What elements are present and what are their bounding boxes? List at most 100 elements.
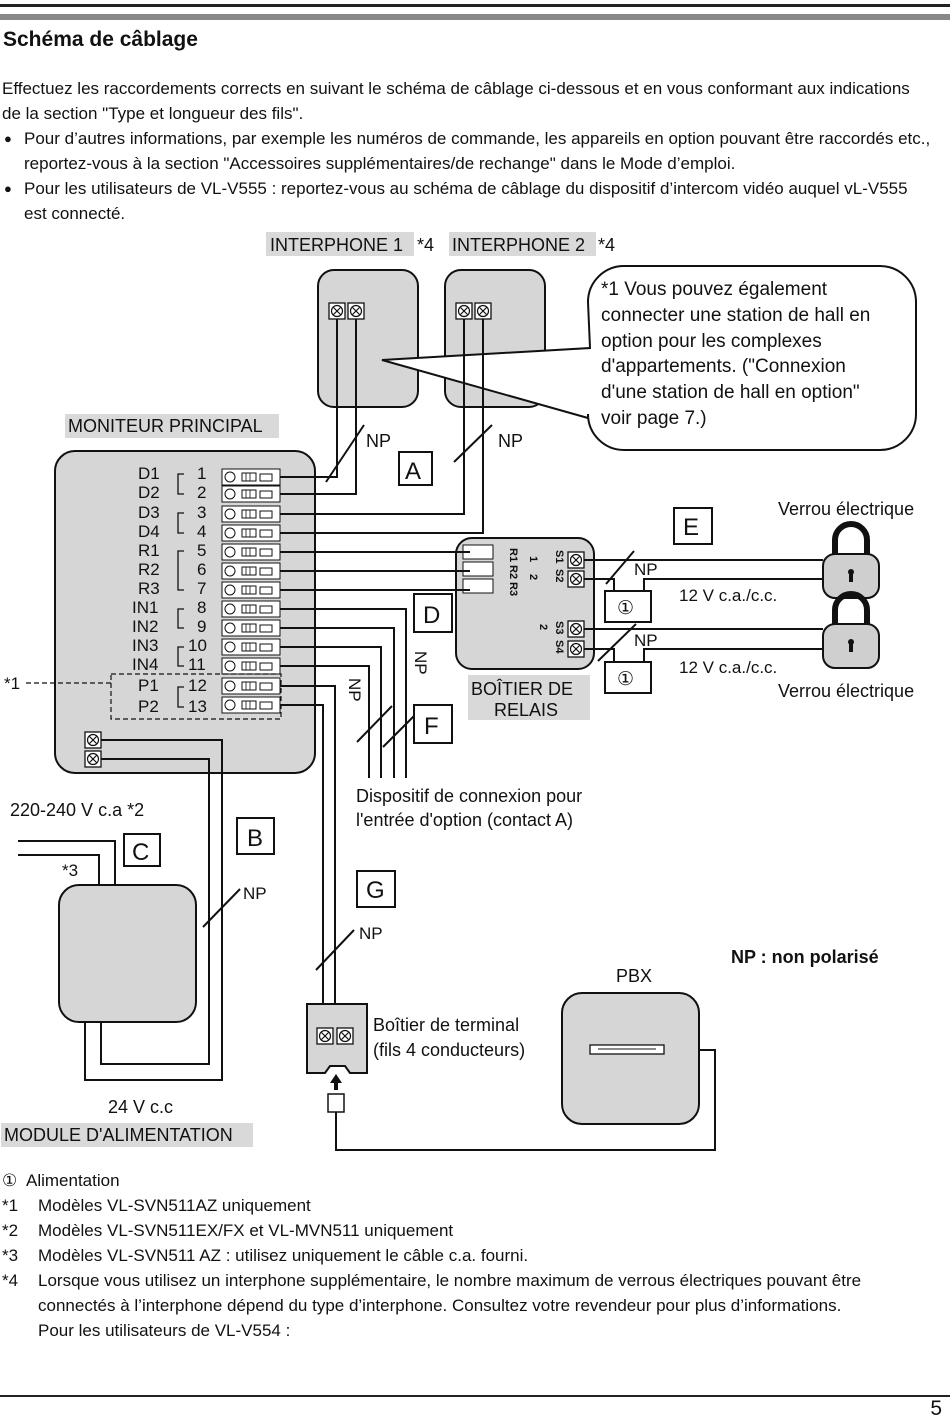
interphone2-screw-terminal: [455, 302, 473, 320]
terminal-name: IN4: [132, 655, 158, 674]
np-label: NP: [345, 678, 364, 702]
letter-d: D: [423, 602, 440, 629]
relay-clamp: [462, 561, 494, 577]
letter-e: E: [683, 514, 699, 541]
letter-f: F: [424, 713, 439, 740]
letter-box-g: [356, 870, 396, 908]
interphone1-screw-terminal: [347, 302, 365, 320]
relay-clamp: [462, 578, 494, 594]
np-label: NP: [634, 631, 658, 650]
pair-brackets: [177, 473, 184, 708]
terminal-name: P1: [138, 676, 159, 695]
footnote-mark: *1: [2, 1196, 19, 1215]
letter-g: G: [366, 877, 385, 904]
monitor-label: MONITEUR PRINCIPAL: [68, 416, 263, 436]
interphone1-label-bg: [266, 232, 414, 256]
top-rule: [0, 4, 950, 7]
terminal-number: 7: [197, 579, 206, 598]
footnote-mark: *3: [2, 1246, 19, 1265]
terminal-name: D1: [138, 464, 160, 483]
relay-term-r2: R2: [507, 565, 519, 579]
np-slash: [597, 623, 637, 662]
intro-paragraph: Effectuez les raccordements corrects en …: [2, 79, 910, 123]
callout-line: connecter une station de hall en: [601, 305, 870, 326]
interphone2-label: INTERPHONE 2: [452, 235, 585, 255]
arrow-up-icon: [330, 1074, 342, 1090]
pbx-label: PBX: [616, 966, 652, 986]
terminal-name: D4: [138, 522, 160, 541]
np-slash: [315, 929, 355, 971]
mains-cable: [18, 840, 116, 888]
lock-label: Verrou électrique: [778, 681, 914, 701]
terminal-number: 3: [197, 503, 206, 522]
terminal-number: 5: [197, 541, 206, 560]
optional-terminals-frame: [110, 673, 282, 720]
letter-box-d: [413, 593, 453, 633]
top-rule-gray: [0, 14, 950, 20]
bottom-rule: [0, 1395, 950, 1397]
relay-label-line2: RELAIS: [494, 700, 558, 720]
interphone1-box: [317, 269, 419, 408]
phone-plug-icon: [327, 1093, 345, 1113]
footnote-text: Modèles VL-SVN511EX/FX et VL-MVN511 uniq…: [38, 1221, 454, 1240]
terminal-number: 11: [188, 655, 206, 674]
np-label: NP: [243, 884, 267, 903]
terminal-name: D2: [138, 483, 160, 502]
relay-wires: [280, 551, 470, 591]
relay-screw: [567, 551, 585, 569]
terminal-name: IN1: [132, 598, 158, 617]
letter-box-a: [398, 451, 433, 486]
lock-voltage: 12 V c.a./c.c.: [679, 586, 777, 605]
relay-term-s1: S1: [553, 550, 565, 563]
terminal-box-screw: [336, 1027, 354, 1045]
relay-term-2: 2: [537, 624, 549, 630]
footnote-mark: [2, 1318, 38, 1343]
option-input-wires: [280, 608, 407, 1020]
padlock-icon: [823, 594, 879, 668]
monitor-power-screw: [84, 731, 102, 749]
footnote-mark: *2: [2, 1221, 19, 1240]
terminal-number: 8: [197, 598, 206, 617]
lock-voltage: 12 V c.a./c.c.: [679, 658, 777, 677]
relay-screw: [567, 620, 585, 638]
np-slash: [605, 550, 635, 585]
lock-power-supply: [604, 590, 652, 623]
power-module-label-bg: [1, 1123, 253, 1147]
interphone1-label: INTERPHONE 1: [270, 235, 403, 255]
np-label: NP: [359, 924, 383, 943]
terminal-number: 9: [197, 617, 206, 636]
intro-text: Effectuez les raccordements corrects en …: [2, 76, 932, 226]
page-number: 5: [930, 1397, 942, 1420]
power-circle: ①: [617, 598, 634, 619]
terminal-name: D3: [138, 503, 160, 522]
footnote-text: Lorsque vous utilisez un interphone supp…: [38, 1271, 862, 1315]
footnote: Pour les utilisateurs de VL-V554 :: [2, 1318, 932, 1343]
footnote-text: Alimentation: [26, 1171, 120, 1190]
np-legend: NP : non polarisé: [731, 947, 879, 967]
mains-voltage: 220-240 V c.a *2: [10, 800, 144, 820]
star1-mark: *1: [4, 674, 20, 693]
relay-label-bg: [468, 675, 590, 720]
footnote: *1 Modèles VL-SVN511AZ uniquement: [2, 1193, 932, 1218]
power-module-box: [58, 884, 197, 1023]
terminal-number: 1: [197, 464, 206, 483]
relay-screw: [567, 570, 585, 588]
terminal-number: 2: [197, 483, 206, 502]
callout-bubble: [381, 265, 917, 451]
intro-bullet: Pour d’autres informations, par exemple …: [2, 126, 932, 176]
pbx-box: [561, 992, 700, 1125]
terminal-name: IN2: [132, 617, 158, 636]
lock-power-supply: [604, 661, 652, 694]
np-label: NP: [634, 560, 658, 579]
terminal-name: P2: [138, 697, 159, 716]
callout-line: d'appartements. ("Connexion: [601, 356, 846, 377]
letter-box-e: [673, 507, 713, 545]
relay-label-line1: BOÎTIER DE: [471, 679, 573, 699]
option-device-line1: Dispositif de connexion pour: [356, 786, 582, 806]
terminal-box-line1: Boîtier de terminal: [373, 1015, 519, 1035]
interphone2-screw-terminal: [474, 302, 492, 320]
letter-c: C: [132, 839, 149, 866]
terminal-name: R3: [138, 579, 160, 598]
terminal-number: 12: [188, 676, 207, 695]
